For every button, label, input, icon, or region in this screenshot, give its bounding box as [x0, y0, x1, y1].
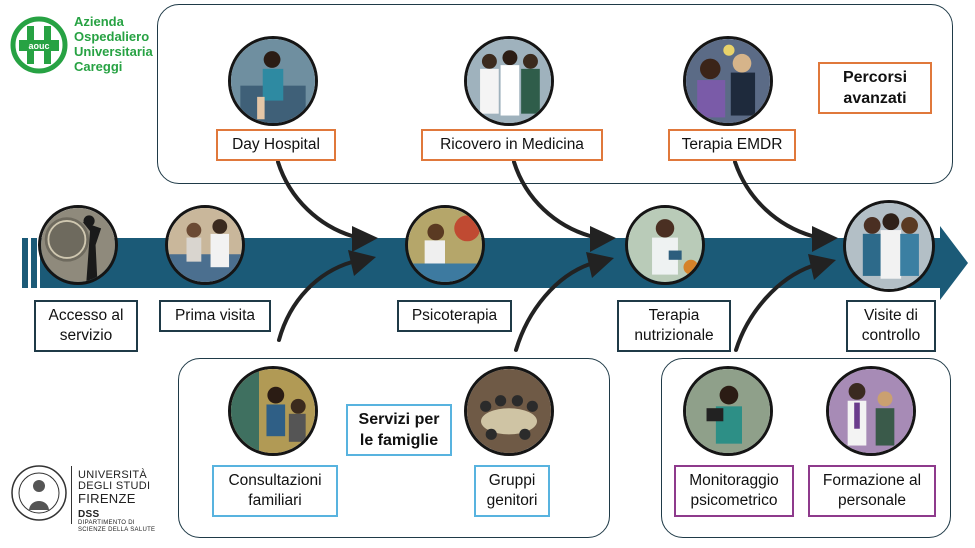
label-psicoterapia: Psicoterapia [397, 300, 512, 332]
label-text: Monitoraggio psicometrico [689, 472, 779, 509]
photo-terapia-nutrizionale [625, 205, 705, 285]
label-text: Consultazioni familiari [228, 472, 322, 509]
label-text: Gruppi genitori [486, 472, 538, 509]
photo-accesso [38, 205, 118, 285]
connector-arrows [276, 160, 814, 352]
photo-monitoraggio [683, 366, 773, 456]
university-name: UNIVERSITÀ DEGLI STUDI FIRENZE DSS DIPAR… [78, 470, 155, 534]
family-title-text: Servizi per le famiglie [358, 411, 440, 449]
advanced-title: Percorsi avanzati [818, 62, 932, 114]
uni-line: FIRENZE [78, 491, 136, 506]
label-monitoraggio: Monitoraggio psicometrico [674, 465, 794, 517]
label-text: Day Hospital [232, 136, 320, 153]
photo-visite-controllo [843, 200, 935, 292]
label-text: Visite di controllo [861, 307, 921, 344]
label-terapia-nutrizionale: Terapia nutrizionale [617, 300, 731, 352]
university-divider [71, 466, 72, 524]
photo-emdr [683, 36, 773, 126]
label-gruppi: Gruppi genitori [474, 465, 550, 517]
label-text: Accesso al servizio [48, 307, 124, 344]
label-text: Formazione al personale [822, 472, 922, 509]
hospital-logo: aouc [10, 16, 68, 74]
logo-line: Ospedaliero [74, 29, 150, 44]
label-text: Psicoterapia [411, 307, 498, 324]
photo-ricovero [464, 36, 554, 126]
photo-gruppi [464, 366, 554, 456]
label-formazione: Formazione al personale [808, 465, 936, 517]
label-emdr: Terapia EMDR [668, 129, 796, 161]
logo-line: Careggi [74, 59, 123, 74]
label-day-hospital: Day Hospital [216, 129, 336, 161]
uni-line: UNIVERSITÀ [78, 469, 148, 481]
label-visite-controllo: Visite di controllo [846, 300, 936, 352]
uni-line: DEGLI STUDI [78, 480, 151, 492]
hospital-name: Azienda Ospedaliero Universitaria Caregg… [74, 14, 153, 74]
university-seal [10, 464, 68, 522]
label-ricovero: Ricovero in Medicina [421, 129, 603, 161]
label-text: Prima visita [174, 307, 256, 324]
label-text: Terapia nutrizionale [634, 307, 714, 344]
advanced-title-text: Percorsi avanzati [842, 69, 908, 107]
photo-day-hospital [228, 36, 318, 126]
logo-line: Universitaria [74, 44, 153, 59]
photo-psicoterapia [405, 205, 485, 285]
label-consultazioni: Consultazioni familiari [212, 465, 338, 517]
photo-consultazioni [228, 366, 318, 456]
photo-prima-visita [165, 205, 245, 285]
dept-line: SCIENZE DELLA SALUTE [78, 527, 156, 533]
photo-formazione [826, 366, 916, 456]
label-text: Terapia EMDR [681, 136, 783, 153]
dept-code: DSS [78, 509, 100, 520]
label-accesso: Accesso al servizio [34, 300, 138, 352]
label-text: Ricovero in Medicina [440, 136, 584, 153]
logo-line: Azienda [74, 14, 124, 29]
label-prima-visita: Prima visita [159, 300, 271, 332]
dept-line: DIPARTIMENTO DI [78, 520, 135, 526]
logo-mark: aouc [28, 41, 49, 51]
family-title: Servizi per le famiglie [346, 404, 452, 456]
